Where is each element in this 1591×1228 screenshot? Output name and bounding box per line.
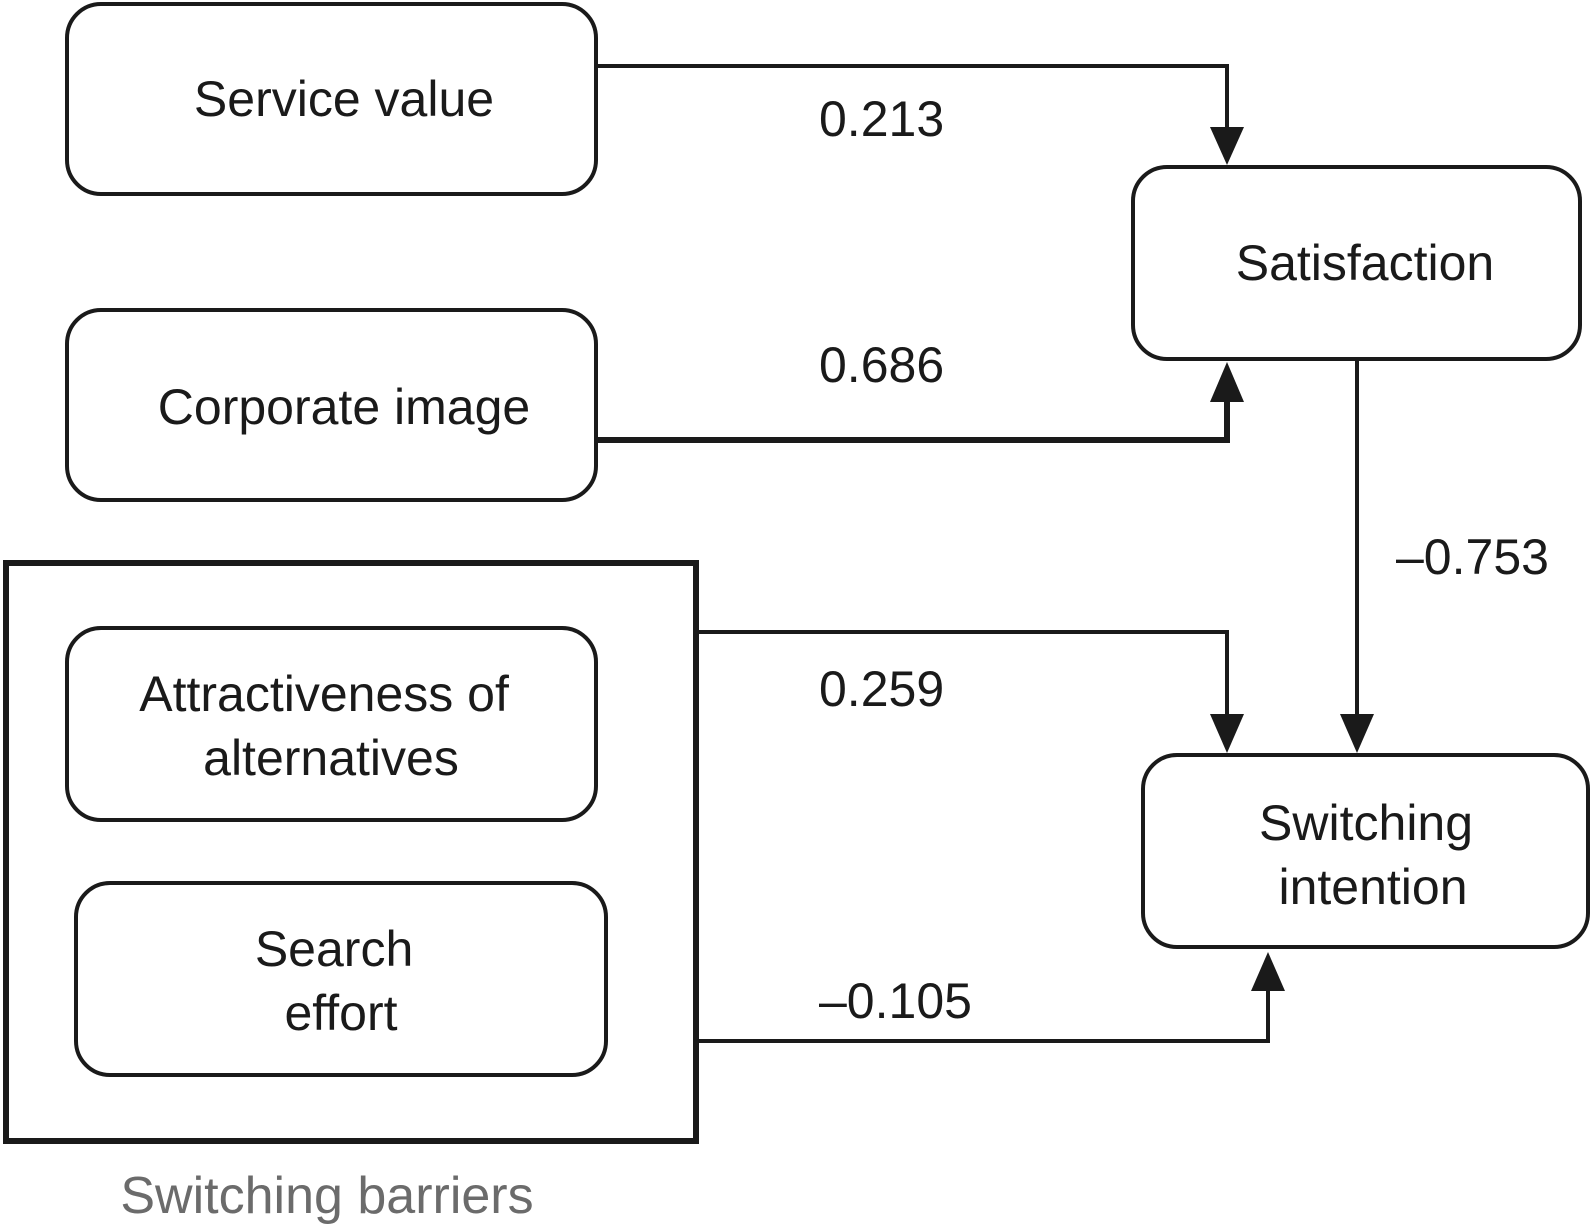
node-search-effort: Search effort [74, 881, 608, 1077]
edge-satisfaction-to-switching-intention: –0.753 [1340, 359, 1549, 753]
node-search-effort-line-2: effort [284, 985, 397, 1041]
node-attractiveness-of-alternatives: Attractiveness of alternatives [65, 626, 598, 822]
arrow-head [1340, 714, 1374, 753]
node-corporate-image: Corporate image [65, 308, 598, 502]
node-attractiveness-line-2: alternatives [203, 730, 459, 786]
node-satisfaction: Satisfaction [1131, 165, 1582, 361]
edge-service-value-to-satisfaction: 0.213 [596, 64, 1244, 165]
switching-barriers-group [3, 560, 699, 1144]
node-search-effort-line-1: Search [255, 921, 413, 977]
node-switching-intention-line-1: Switching [1259, 795, 1473, 851]
arrow-head [1251, 952, 1285, 991]
node-service-value: Service value [65, 2, 598, 196]
coef-corporate-image-satisfaction: 0.686 [819, 337, 944, 393]
node-switching-intention-label: Switching intention [1259, 795, 1487, 915]
node-switching-intention-line-2: intention [1278, 859, 1467, 915]
arrow-head [1210, 714, 1244, 753]
node-service-value-label: Service value [194, 71, 494, 127]
node-attractiveness-line-1: Attractiveness of [139, 666, 509, 722]
node-attractiveness-label: Attractiveness of alternatives [139, 666, 523, 786]
arrow-head [1210, 127, 1244, 165]
edge-corporate-image-to-satisfaction: 0.686 [598, 337, 1244, 443]
coef-satisfaction-switching-intention: –0.753 [1396, 529, 1549, 585]
node-search-effort-label: Search effort [255, 921, 427, 1041]
node-satisfaction-label: Satisfaction [1236, 235, 1494, 291]
coef-service-value-satisfaction: 0.213 [819, 91, 944, 147]
node-corporate-image-label: Corporate image [158, 379, 530, 435]
arrow-head [1210, 362, 1244, 402]
switching-barriers-label: Switching barriers [120, 1167, 533, 1225]
coef-search-effort-switching-intention: –0.105 [819, 973, 972, 1029]
edge-search-effort-to-switching-intention: –0.105 [696, 952, 1285, 1043]
node-switching-intention: Switching intention [1141, 753, 1590, 949]
edge-attractiveness-to-switching-intention: 0.259 [696, 630, 1244, 753]
coef-attractiveness-switching-intention: 0.259 [819, 661, 944, 717]
